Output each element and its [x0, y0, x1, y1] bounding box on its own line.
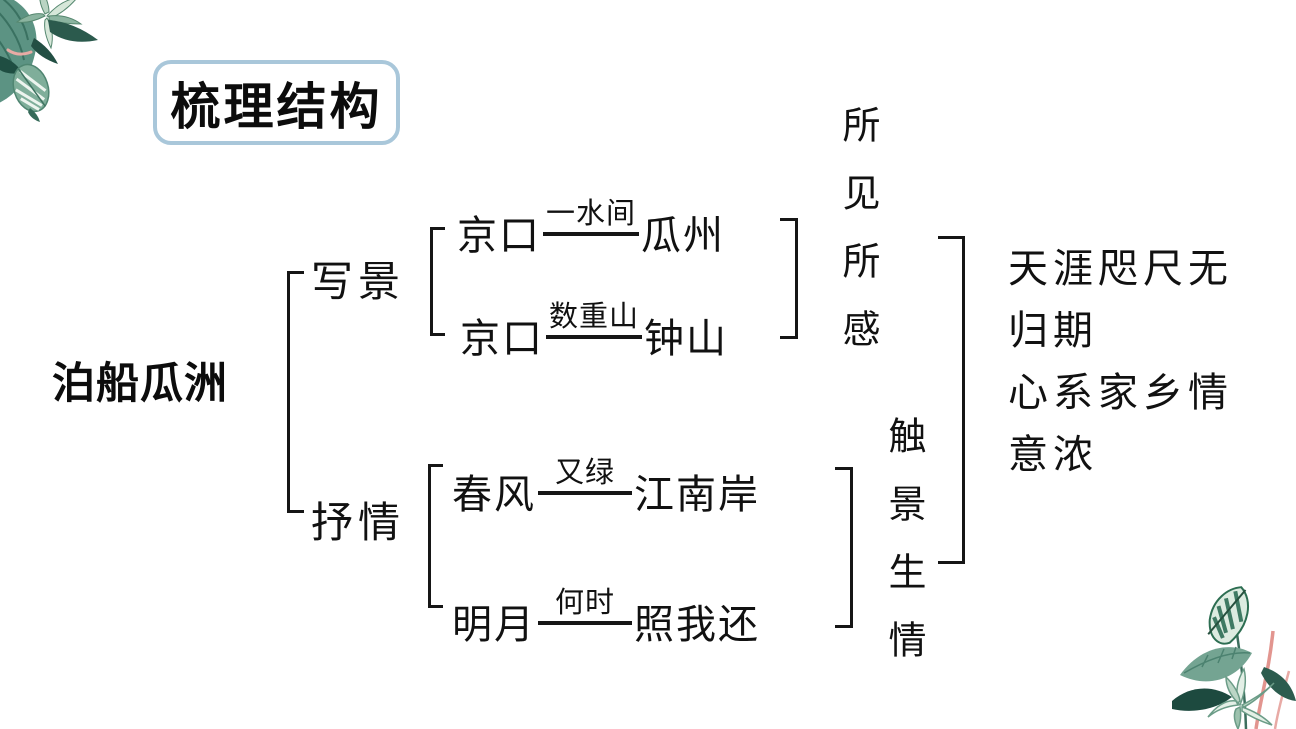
- result-emotion-vertical: 触景生情: [882, 416, 924, 688]
- relation-line: 又绿: [538, 457, 632, 495]
- term-right: 照我还: [634, 602, 760, 647]
- bracket-root-group: [287, 271, 304, 513]
- conclusion-line: 天涯咫尺无: [1008, 246, 1233, 291]
- page-title: 梳理结构: [170, 78, 383, 135]
- decorative-leaves-bottom-right-icon: [1172, 586, 1296, 729]
- relation-row-scene-2: 京口 数重山 钟山: [460, 301, 729, 361]
- relation-annotation: 又绿: [554, 457, 615, 490]
- bracket-scene-open: [430, 227, 445, 336]
- relation-line: 数重山: [546, 301, 643, 339]
- result-scene-vertical: 所见所感: [836, 105, 878, 377]
- term-right: 江南岸: [634, 472, 760, 517]
- term-left: 京口: [460, 316, 544, 361]
- bracket-conclusion: [938, 236, 965, 564]
- branch-label-scene: 写景: [311, 260, 406, 306]
- term-left: 春风: [452, 472, 536, 517]
- conclusion-block: 天涯咫尺无 归期 心系家乡情 意浓: [1008, 238, 1278, 486]
- relation-row-emotion-2: 明月 何时 照我还: [452, 587, 760, 647]
- poem-title-label: 泊船瓜洲: [52, 360, 228, 408]
- bracket-emotion-open: [428, 464, 443, 608]
- branch-label-emotion: 抒情: [311, 501, 406, 547]
- relation-line: 何时: [538, 587, 632, 625]
- relation-annotation: 何时: [554, 587, 615, 620]
- term-left: 明月: [452, 602, 536, 647]
- title-box: 梳理结构: [153, 60, 400, 145]
- bracket-scene-close: [780, 218, 798, 339]
- conclusion-line: 归期: [1008, 308, 1098, 353]
- relation-row-emotion-1: 春风 又绿 江南岸: [452, 457, 760, 517]
- relation-row-scene-1: 京口 一水间 瓜州: [457, 198, 726, 258]
- bracket-emotion-close: [835, 467, 853, 628]
- term-left: 京口: [457, 213, 541, 258]
- conclusion-line: 意浓: [1008, 432, 1098, 477]
- relation-annotation: 数重山: [549, 301, 640, 334]
- term-right: 瓜州: [641, 213, 726, 258]
- relation-annotation: 一水间: [546, 198, 637, 231]
- conclusion-line: 心系家乡情: [1008, 370, 1233, 415]
- relation-line: 一水间: [543, 198, 640, 236]
- decorative-leaves-top-left-icon: [0, 0, 98, 122]
- term-right: 钟山: [644, 316, 729, 361]
